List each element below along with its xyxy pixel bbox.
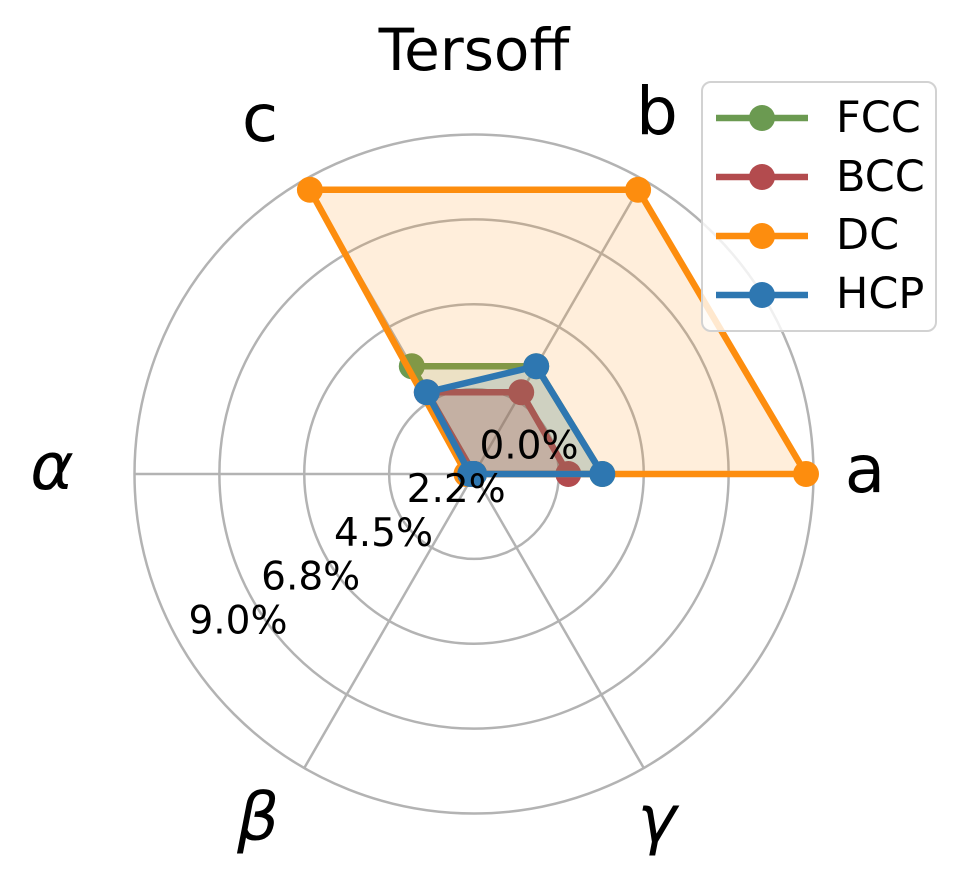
chart-title: Tersoff [378,16,570,84]
axis-label-a: a [845,431,885,508]
legend-label: FCC [836,92,921,143]
legend-item-FCC: FCC [714,89,935,147]
radial-tick-label: 4.5% [334,511,433,556]
series-DC-marker-a [793,461,819,487]
legend-item-BCC: BCC [714,148,935,206]
series-DC-marker-b [625,176,652,203]
series-HCP-fill [426,366,603,474]
legend-FCC-marker-icon [716,105,808,132]
legend-BCC-marker-icon [716,164,808,191]
radial-tick-label: 6.8% [261,555,360,600]
radial-tick-label: 9.0% [188,598,287,643]
axis-label-β: β [236,779,279,856]
legend-item-DC: DC [714,207,935,265]
radial-tick-label: 0.0% [479,424,578,469]
legend-DC-marker-icon [716,222,808,249]
legend-label: HCP [836,269,925,320]
series-HCP-marker-b [523,353,550,380]
legend-item-HCP: HCP [714,266,935,324]
series-DC-marker-c [296,176,323,203]
legend-box: FCC BCC DC HCP [701,81,937,332]
axis-label-α: α [30,428,74,505]
axis-label-γ: γ [637,781,679,858]
series-HCP-line [423,362,606,478]
legend-HCP-marker-icon [716,281,808,308]
axis-label-c: c [242,80,278,157]
legend-label: BCC [836,151,925,202]
series-BCC-marker-b [508,379,535,406]
axis-spoke-β [303,473,476,769]
axis-label-b: b [636,73,678,150]
legend-label: DC [836,210,900,261]
axis-spoke-γ [472,473,645,769]
series-HCP-marker-c [413,379,440,406]
radial-tick-label: 2.2% [407,467,506,512]
series-HCP-marker-γ [461,461,487,487]
series-HCP-marker-a [589,461,616,487]
axis-spoke-b [472,179,645,475]
